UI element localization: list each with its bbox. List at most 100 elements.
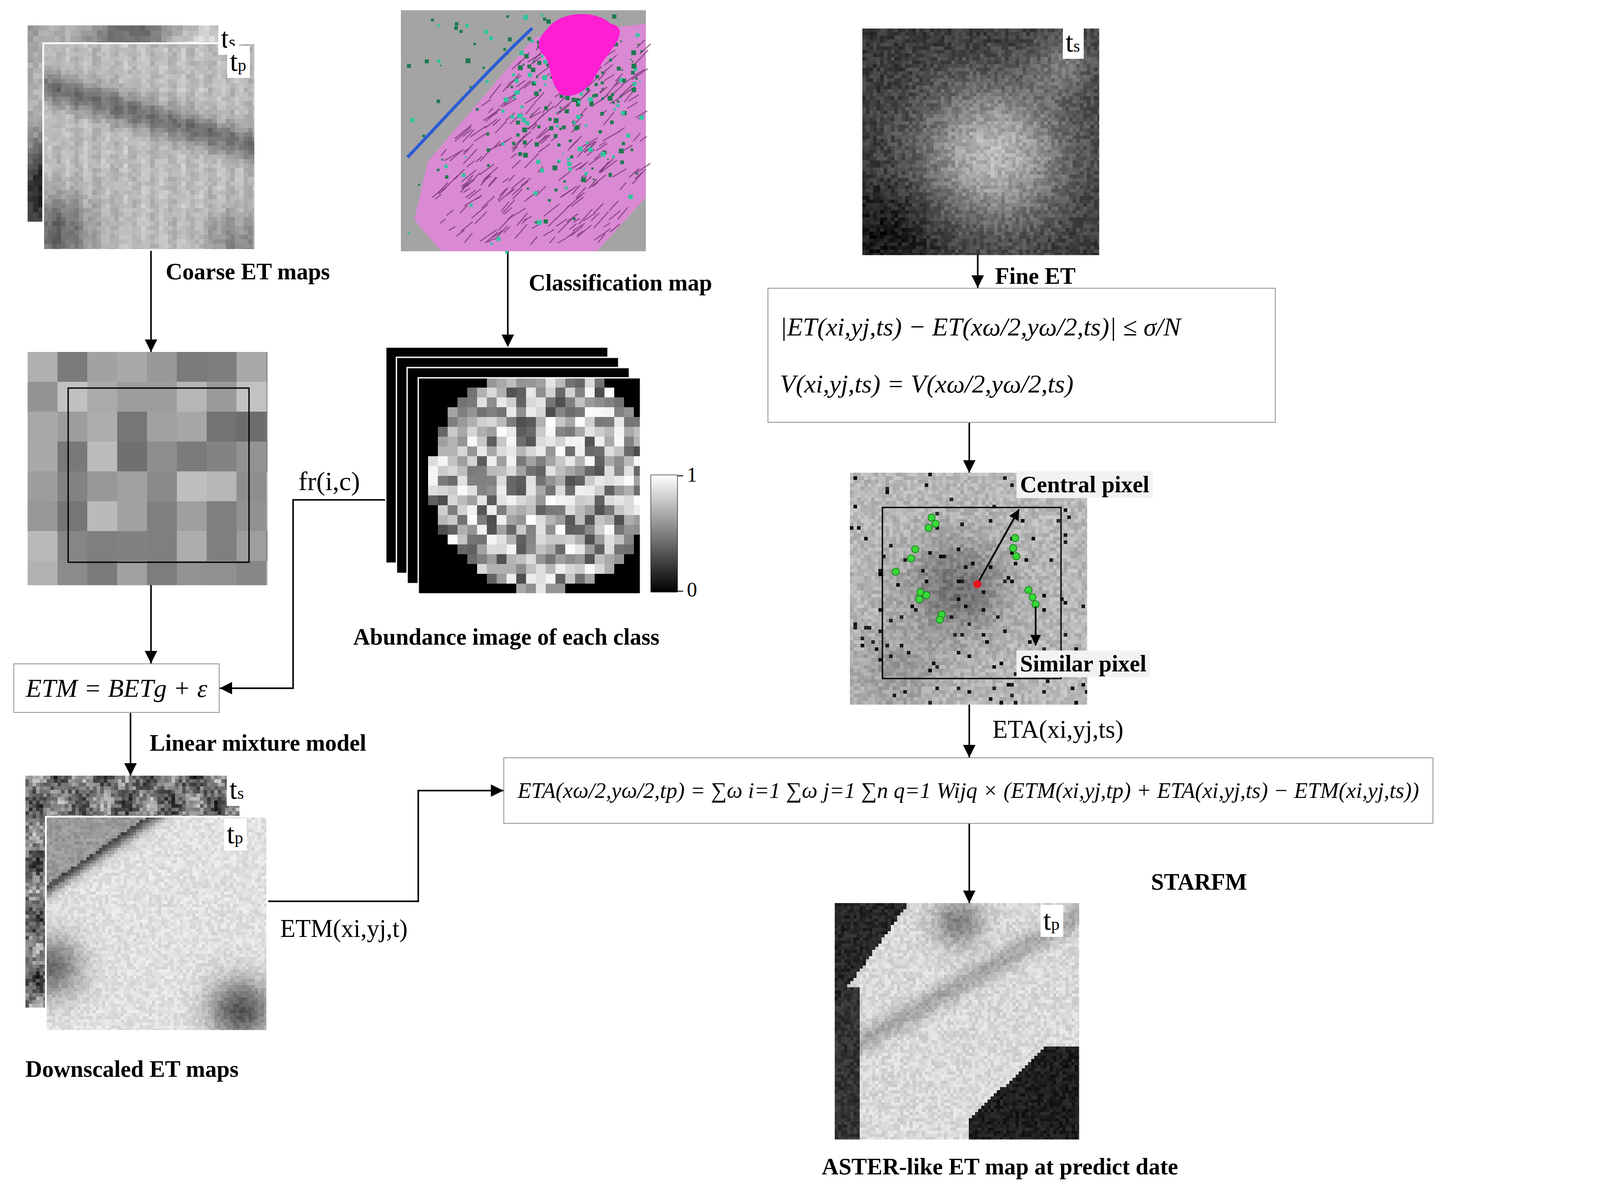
pixel (47, 74, 53, 80)
pixel (47, 56, 53, 62)
pixel (52, 52, 58, 58)
pixel (74, 78, 80, 84)
pixel (47, 61, 53, 66)
pixel (110, 52, 115, 58)
pixel (81, 36, 87, 42)
pixel (159, 74, 164, 80)
pixel (127, 65, 133, 71)
pixel (209, 36, 216, 42)
pixel (177, 30, 184, 37)
pixel (32, 175, 39, 181)
pixel (52, 47, 58, 53)
pixel (212, 78, 218, 84)
pixel (27, 100, 34, 107)
pixel (101, 47, 107, 53)
pixel (216, 65, 222, 71)
pixel (32, 148, 39, 155)
pixel (127, 47, 133, 53)
pixel (27, 105, 34, 112)
pixel (52, 61, 58, 66)
pixel (27, 148, 34, 155)
pixel (145, 52, 151, 58)
pixel (117, 471, 148, 502)
pixel (27, 153, 34, 160)
pixel (129, 30, 135, 37)
pixel (87, 411, 118, 442)
pixel (176, 471, 208, 502)
pixel (83, 61, 89, 66)
pixel (27, 142, 34, 149)
pixel (150, 61, 156, 66)
pixel (212, 65, 218, 71)
pixel (78, 74, 84, 80)
pixel (74, 65, 80, 71)
pixel (206, 560, 237, 586)
pixel (212, 47, 218, 53)
pixel (136, 52, 142, 58)
pixel (27, 441, 58, 472)
pixel (182, 30, 189, 37)
pixel (32, 41, 39, 48)
pixel (47, 83, 53, 89)
pixel (193, 25, 200, 32)
pixel (146, 351, 178, 383)
pixel (185, 56, 191, 62)
pixel (206, 471, 237, 502)
pixel (194, 69, 200, 75)
pixel (57, 471, 88, 502)
pixel (101, 74, 107, 80)
pixel (141, 56, 147, 62)
pixel (96, 65, 102, 71)
pixel (136, 56, 142, 62)
pixel (57, 501, 88, 532)
pixel (127, 56, 133, 62)
pixel (212, 69, 218, 75)
pixel (83, 52, 89, 58)
pixel (236, 441, 267, 472)
pixel (118, 30, 125, 37)
pixel (212, 74, 218, 80)
pixel (32, 164, 39, 171)
pixel (27, 159, 34, 165)
pixel (92, 65, 98, 71)
pixel (167, 56, 173, 62)
pixel (134, 25, 141, 32)
pixel (27, 89, 34, 96)
pixel (141, 78, 147, 84)
pixel (114, 78, 120, 84)
pixel (209, 25, 216, 32)
pixel (54, 36, 61, 42)
pixel (185, 52, 191, 58)
pixel (181, 74, 187, 80)
pixel (105, 78, 111, 84)
pixel (239, 78, 245, 84)
pixel (27, 46, 34, 53)
pixel (110, 74, 115, 80)
pixel (136, 61, 142, 66)
pixel (65, 56, 71, 62)
pixel (199, 61, 205, 66)
pixel (216, 56, 222, 62)
pixel (190, 61, 196, 66)
pixel (225, 78, 231, 84)
pixel (199, 52, 205, 58)
pixel (190, 56, 196, 62)
pixel (167, 47, 173, 53)
pixel (155, 36, 162, 42)
pixel (27, 560, 58, 586)
pixel (38, 30, 45, 37)
pixel (87, 52, 93, 58)
pixel (57, 351, 88, 383)
pixel (150, 65, 156, 71)
pixel (141, 47, 147, 53)
pixel (75, 36, 82, 42)
pixel (150, 56, 156, 62)
pixel (141, 69, 147, 75)
pixel (118, 47, 124, 53)
coarse-grid-image (27, 351, 268, 586)
pixel (74, 74, 80, 80)
pixel (145, 36, 152, 42)
pixel (65, 52, 71, 58)
pixel (181, 69, 187, 75)
pixel (65, 61, 71, 66)
